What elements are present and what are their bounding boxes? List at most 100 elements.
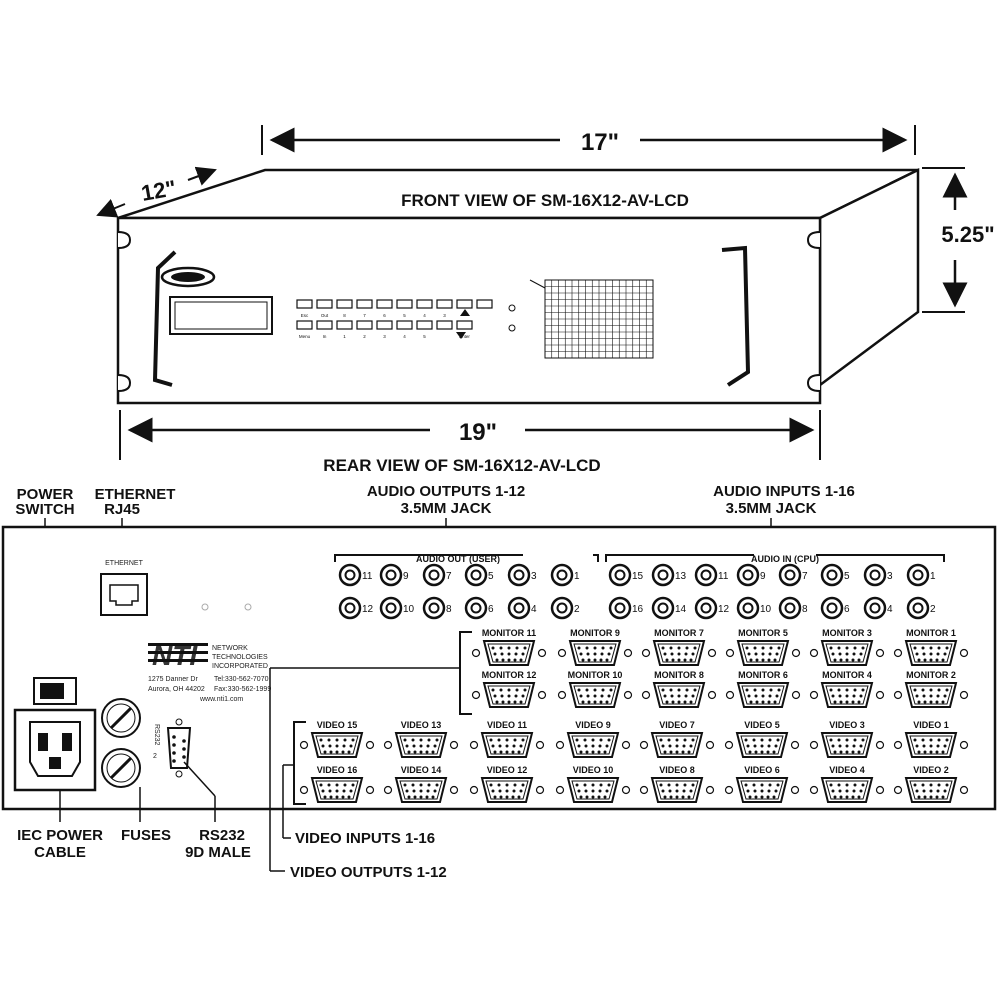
monitor-port: MONITOR 6 (725, 670, 801, 708)
audio-jack-label: 6 (844, 604, 850, 615)
video-port-label: VIDEO 13 (401, 720, 442, 730)
callout-ethernet-2: RJ45 (104, 501, 140, 518)
audio-jack-label: 8 (446, 604, 452, 615)
front-key-label: 1 (343, 334, 346, 339)
front-key-label: 3 (443, 313, 446, 318)
front-key-label: Menu (299, 334, 311, 339)
audio-jack: 15 (608, 563, 644, 587)
front-key-label: In (323, 334, 327, 339)
audio-jack-label: 15 (632, 571, 644, 582)
video-port-label: VIDEO 3 (829, 720, 865, 730)
audio-jack: 9 (736, 563, 766, 587)
audio-jack-label: 4 (887, 604, 893, 615)
monitor-port: MONITOR 11 (471, 628, 547, 666)
front-key (436, 320, 453, 330)
front-key: In (316, 320, 333, 339)
callout-iec-1: IEC POWER (17, 827, 103, 844)
audio-jack: 12 (338, 596, 374, 620)
audio-jack: 8 (778, 596, 808, 620)
video-port: VIDEO 5 (724, 720, 800, 758)
company-web: www.nti1.com (199, 696, 243, 703)
callout-rs232-2: 9D MALE (185, 844, 251, 861)
audio-jack-label: 10 (403, 604, 415, 615)
audio-jack: 6 (820, 596, 850, 620)
audio-jack-label: 12 (362, 604, 374, 615)
front-key-label: Esc (301, 313, 309, 318)
audio-jack-label: 2 (574, 604, 580, 615)
audio-jack: 16 (608, 596, 644, 620)
audio-jack-label: 7 (446, 571, 452, 582)
audio-jack: 3 (507, 563, 537, 587)
audio-jack-label: 2 (930, 604, 936, 615)
video-port: VIDEO 14 (383, 765, 459, 803)
monitor-port-label: MONITOR 5 (738, 628, 788, 638)
front-key: 1 (336, 320, 353, 339)
callout-ethernet-1: ETHERNET (95, 486, 176, 503)
audio-jack: 13 (651, 563, 687, 587)
rs232-port-label: RS232 (153, 724, 160, 746)
fuse-holder-2 (101, 748, 141, 788)
video-port: VIDEO 12 (469, 765, 545, 803)
video-port: VIDEO 11 (469, 720, 545, 758)
video-port-label: VIDEO 14 (401, 765, 442, 775)
audio-jack: 2 (550, 596, 580, 620)
front-key: Esc (296, 299, 313, 318)
audio-jack: 10 (736, 596, 772, 620)
audio-jack: 10 (379, 596, 415, 620)
rear-view-title: REAR VIEW OF SM-16X12-AV-LCD (323, 456, 600, 475)
video-port: VIDEO 13 (383, 720, 459, 758)
front-key-label: 3 (383, 334, 386, 339)
front-key: 3 (436, 299, 453, 318)
monitor-port-label: MONITOR 6 (738, 670, 788, 680)
front-key (456, 299, 473, 309)
audio-jack-label: 4 (531, 604, 537, 615)
audio-jack-label: 10 (760, 604, 772, 615)
callout-audio-in-2: 3.5MM JACK (726, 500, 817, 517)
front-key-label: 4 (403, 334, 406, 339)
monitor-port: MONITOR 8 (641, 670, 717, 708)
audio-jack-label: 5 (844, 571, 850, 582)
front-key: 8 (336, 299, 353, 318)
front-view: 17" 12" 5.25" FRONT VIEW OF SM-16X12-AV-… (96, 125, 995, 460)
video-port-label: VIDEO 15 (317, 720, 358, 730)
front-key-label: 2 (363, 334, 366, 339)
callout-audio-out-2: 3.5MM JACK (401, 500, 492, 517)
audio-jack-label: 9 (760, 571, 766, 582)
monitor-port: MONITOR 3 (809, 628, 885, 666)
fuse-holder-1 (101, 698, 141, 738)
video-port-label: VIDEO 5 (744, 720, 780, 730)
company-name-2: TECHNOLOGIES (212, 654, 268, 661)
audio-jack: 12 (694, 596, 730, 620)
video-port: VIDEO 6 (724, 765, 800, 803)
company-name-1: NETWORK (212, 645, 248, 652)
front-key: Out (316, 299, 333, 318)
right-handle (721, 245, 751, 387)
callout-video-inputs: VIDEO INPUTS 1-16 (295, 830, 435, 847)
monitor-port: MONITOR 5 (725, 628, 801, 666)
callout-iec-2: CABLE (34, 844, 86, 861)
audio-jack-label: 16 (632, 604, 644, 615)
audio-jack: 3 (863, 563, 893, 587)
front-key: 5 (396, 299, 413, 318)
audio-jack-label: 7 (802, 571, 808, 582)
width-dimension: 17" (581, 129, 619, 156)
company-block: NTI NETWORK TECHNOLOGIES INCORPORATED 12… (148, 640, 271, 703)
company-fax: Fax:330-562-1999 (214, 686, 271, 693)
rear-view: REAR VIEW OF SM-16X12-AV-LCD POWER SWITC… (1, 456, 997, 881)
front-view-title: FRONT VIEW OF SM-16X12-AV-LCD (401, 191, 689, 210)
video-port: VIDEO 1 (893, 720, 969, 758)
rack-width-dimension: 19" (459, 419, 497, 446)
monitor-port: MONITOR 9 (557, 628, 633, 666)
left-handle (152, 250, 177, 387)
audio-out-label: AUDIO OUT (USER) (416, 554, 500, 564)
front-key: 4 (396, 320, 413, 339)
company-address-2: Aurora, OH 44202 (148, 686, 205, 693)
monitor-port: MONITOR 7 (641, 628, 717, 666)
ethernet-port (100, 573, 148, 616)
front-key-label: 4 (423, 313, 426, 318)
video-port-label: VIDEO 11 (487, 720, 527, 730)
audio-jack: 1 (906, 563, 936, 587)
monitor-port: MONITOR 2 (893, 670, 969, 708)
